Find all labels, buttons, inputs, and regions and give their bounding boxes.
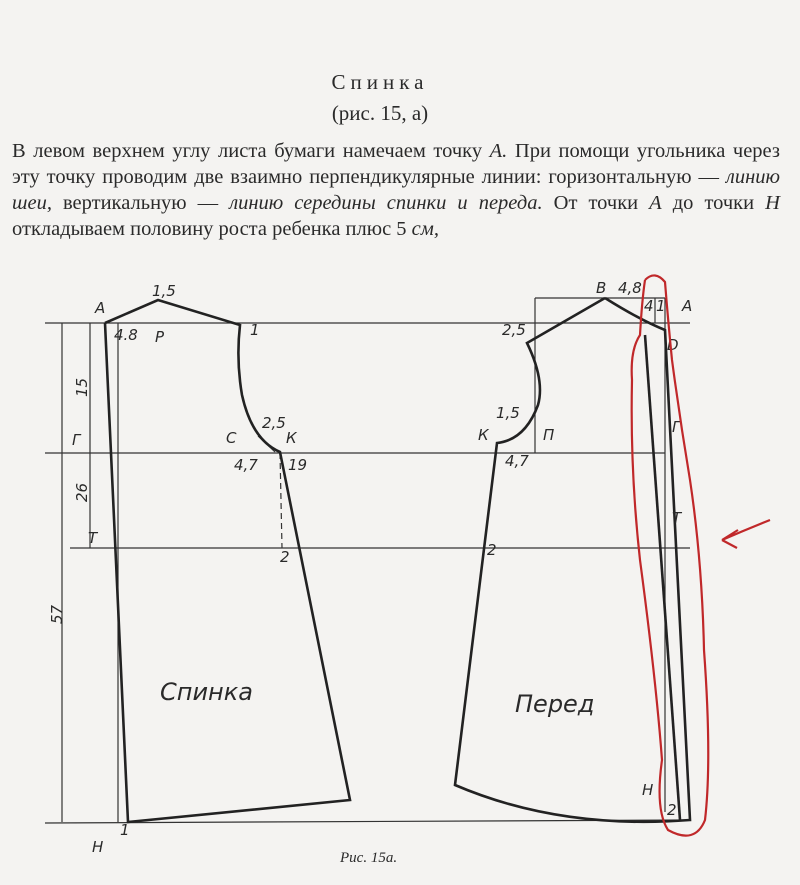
label-bottom-2: 2: [667, 801, 677, 819]
label-1-5-front: 1,5: [496, 404, 520, 422]
figure-reference: (рис. 15, а): [331, 101, 429, 125]
label-H-front: Н: [642, 781, 653, 799]
front-outline: [453, 296, 692, 824]
label-4-small: 4: [644, 297, 654, 315]
label-4-7: 4,7: [234, 456, 258, 474]
label-26: 26: [73, 483, 91, 502]
label-H: Н: [92, 838, 103, 856]
label-4-8-front: 4,8: [618, 279, 642, 297]
text: откладываем половину роста ребенка плюс …: [12, 218, 412, 240]
text: линию середины спинки и переда.: [229, 192, 543, 214]
figure-caption: Рис. 15а.: [340, 850, 398, 866]
label-A-front: А: [681, 297, 692, 315]
text: вертикальную —: [51, 192, 230, 214]
arrow-icon: [721, 518, 771, 549]
label-1-front: 1: [656, 297, 666, 315]
text: А: [649, 192, 662, 214]
text: От точки: [542, 192, 650, 214]
label-1-5: 1,5: [152, 282, 176, 300]
label-bottom-1: 1: [120, 821, 130, 839]
label-D: D: [667, 336, 679, 354]
label-C: С: [226, 429, 237, 447]
text: При помощи угольника через эту точку про…: [12, 140, 780, 188]
back-outline: [103, 298, 352, 824]
label-T: Т: [88, 529, 99, 547]
text: линию шеи,: [12, 166, 780, 214]
label-2-front: 2: [487, 541, 497, 559]
label-2: 2: [280, 548, 290, 566]
label-G: Г: [72, 431, 82, 449]
label-K: К: [286, 429, 298, 447]
label-19: 19: [288, 456, 307, 474]
front-piece-name: Перед: [515, 690, 594, 718]
back-piece-name: Спинка: [160, 678, 253, 706]
section-title: Спинка: [331, 70, 429, 94]
text: Н: [765, 192, 780, 214]
label-1: 1: [250, 321, 260, 339]
label-A: А: [94, 299, 105, 317]
label-57: 57: [48, 604, 66, 624]
label-T-front: Т: [672, 509, 683, 527]
label-G-front: Г: [672, 418, 682, 436]
text: см,: [411, 218, 439, 240]
label-P: Р: [155, 328, 165, 346]
construction-lines: [44, 297, 691, 824]
body-paragraph: В левом верхнем углу листа бумаги намеча…: [12, 138, 780, 242]
text: В левом верхнем углу листа бумаги намеча…: [12, 140, 490, 162]
highlight-loop: [630, 274, 710, 837]
label-P-front: П: [543, 426, 554, 444]
label-4-7-front: 4,7: [505, 452, 529, 470]
text: до точки: [661, 192, 766, 214]
text: А.: [489, 140, 508, 162]
label-15: 15: [73, 378, 91, 397]
label-2-5-front: 2,5: [502, 321, 526, 339]
label-B: В: [596, 279, 606, 297]
label-2-5: 2,5: [262, 414, 286, 432]
label-4-8: 4.8: [114, 326, 138, 344]
red-annotation: [630, 274, 771, 837]
label-K-front: К: [478, 426, 490, 444]
